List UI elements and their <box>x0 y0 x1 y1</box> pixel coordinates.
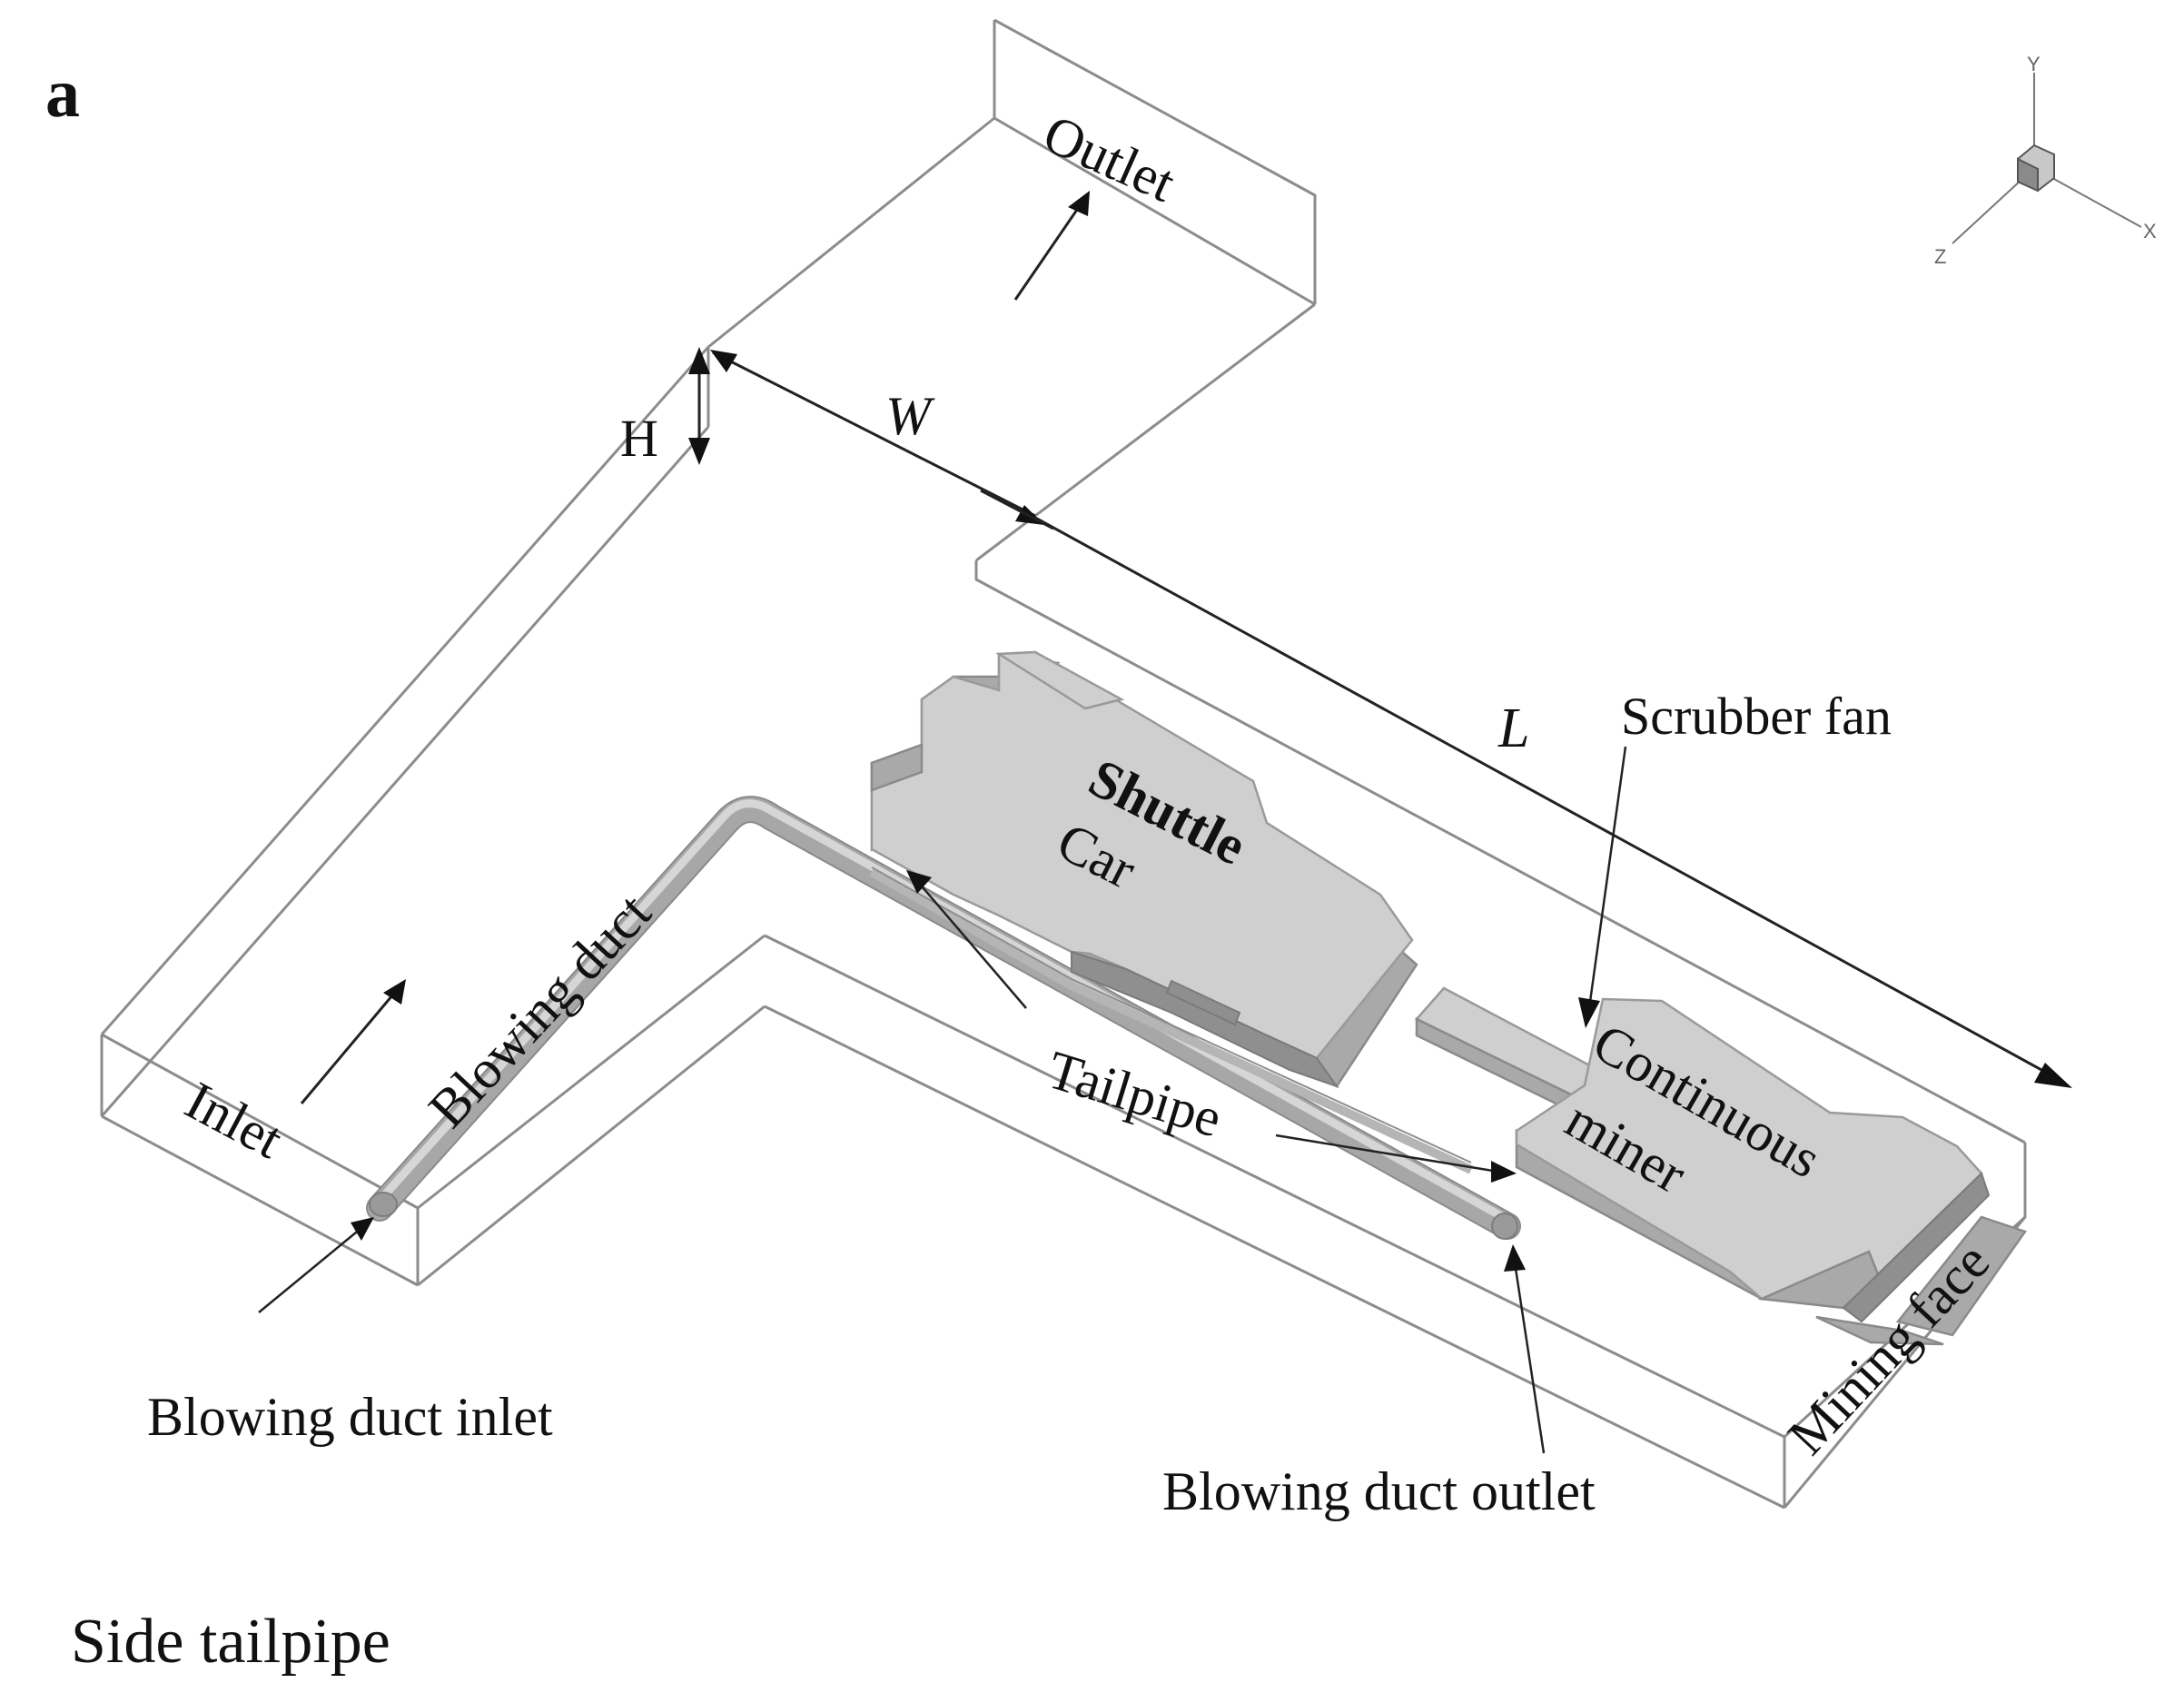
panel-letter: a <box>45 55 80 132</box>
axis-y-label: Y <box>2027 53 2041 75</box>
continuous-miner <box>1414 986 2027 1346</box>
height-label: H <box>620 409 658 468</box>
dimension-markers <box>300 191 2072 1104</box>
length-label: L <box>1497 698 1529 759</box>
leader-lines <box>258 746 1627 1454</box>
figure-caption: Side tailpipe <box>71 1607 390 1677</box>
scrubber-fan-label: Scrubber fan <box>1621 687 1892 746</box>
width-label: W <box>885 386 935 446</box>
shuttle-car <box>870 650 1418 1088</box>
axis-triad: Y X Z <box>1934 53 2157 268</box>
axis-z-label: Z <box>1934 245 1946 268</box>
blowing-duct-outlet-label: Blowing duct outlet <box>1162 1461 1596 1521</box>
outlet-label: Outlet <box>1035 104 1184 213</box>
axis-x-label: X <box>2143 220 2157 243</box>
domain-wireframe <box>100 18 2027 1510</box>
blowing-duct-label: Blowing duct <box>417 882 662 1139</box>
blowing-duct-inlet-label: Blowing duct inlet <box>147 1387 553 1447</box>
blowing-duct <box>366 796 1521 1240</box>
